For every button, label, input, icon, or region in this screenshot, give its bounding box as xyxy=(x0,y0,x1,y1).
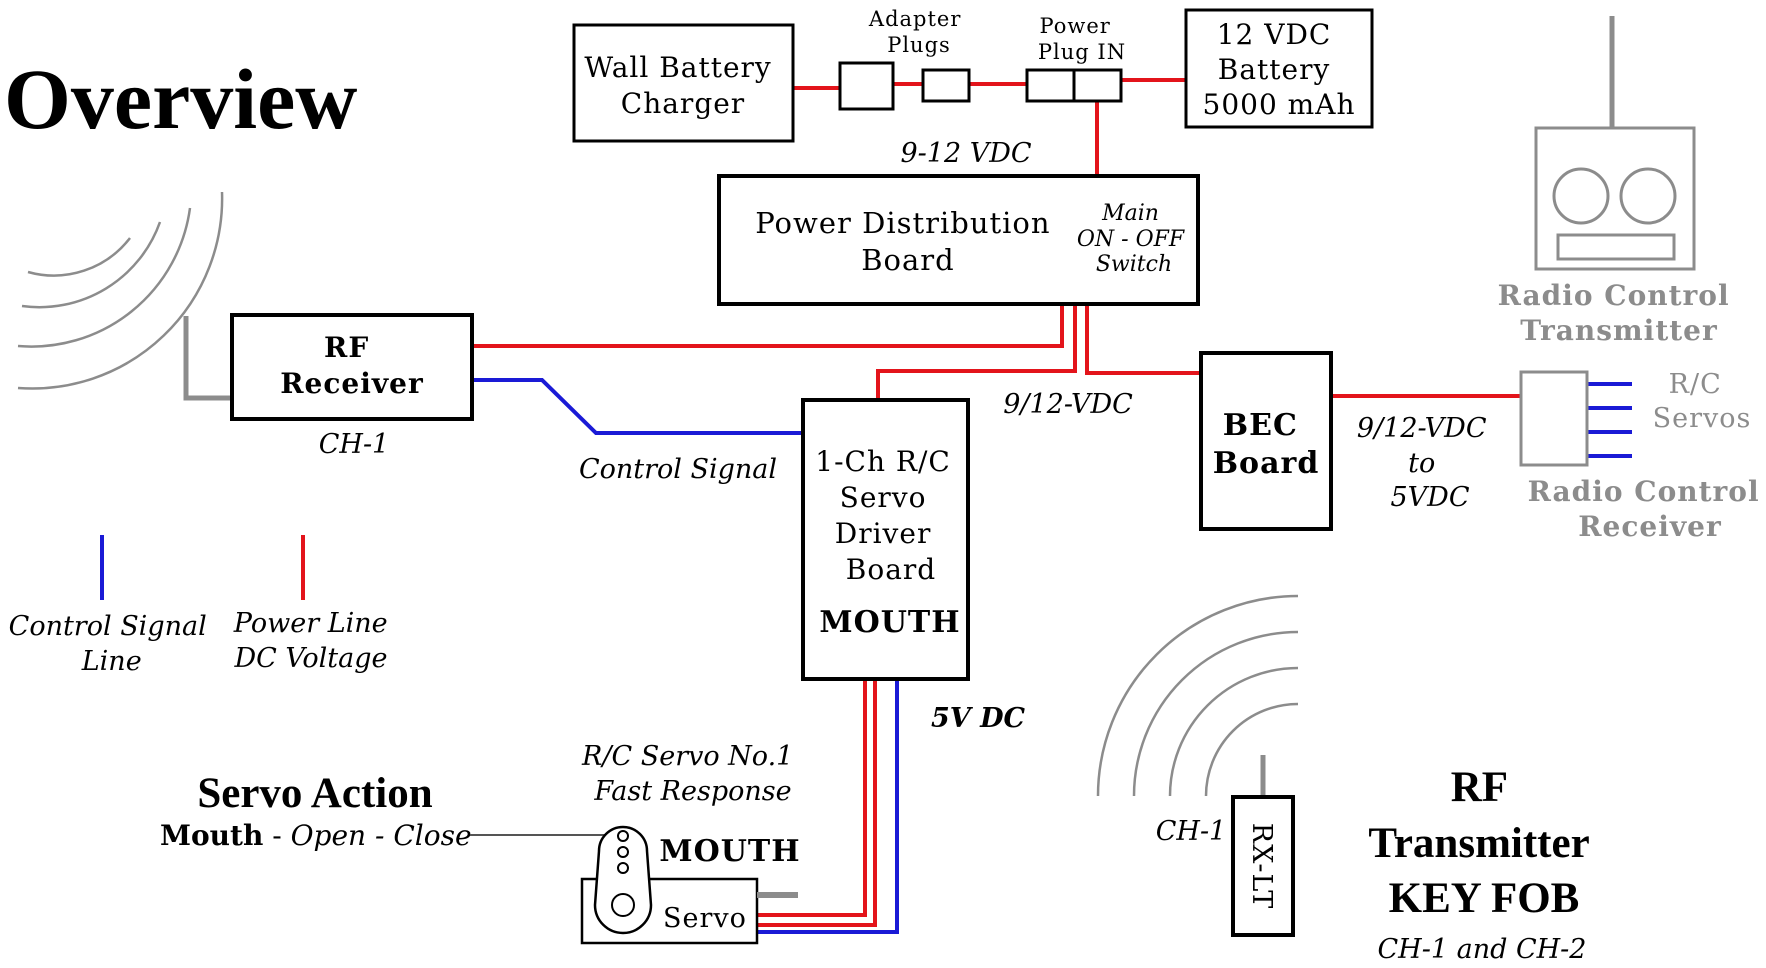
power-plug-right xyxy=(1072,68,1123,103)
bec-conversion-label-1: 9/12-VDC xyxy=(1357,413,1487,444)
servo-driver-tag: MOUTH xyxy=(819,605,960,640)
page-title: Overview xyxy=(4,51,357,147)
rc-receiver-box xyxy=(1519,370,1589,467)
svg-text:Main ON - OFF Switch: Main ON - OFF Switch xyxy=(1077,201,1191,277)
svg-text:Radio Control Transmitter: Radio Control Transmitter xyxy=(1498,279,1741,347)
key-fob-channel: CH-1 xyxy=(1156,816,1227,847)
bec-label-1: BEC xyxy=(1223,408,1298,443)
rf-receiver-channel: CH-1 xyxy=(319,429,390,460)
svg-text:Wall Battery Charger: Wall Battery Charger xyxy=(584,51,781,120)
charger-voltage-label: 9-12 VDC xyxy=(900,138,1031,169)
battery-label-3: 5000 mAh xyxy=(1203,88,1356,121)
power-distribution-board xyxy=(717,174,1200,306)
rc-transmitter-icon xyxy=(1534,16,1696,271)
svg-text:Adapter Plugs: Adapter Plugs xyxy=(868,7,969,57)
wall-charger-box xyxy=(572,23,795,143)
key-fob-title-2: Transmitter xyxy=(1368,820,1589,867)
servo-tag: MOUTH xyxy=(659,834,800,869)
servo-horn xyxy=(593,825,653,935)
servo-action-part: Mouth xyxy=(160,819,263,852)
key-fob-radio-waves xyxy=(1096,594,1299,797)
main-switch-label-3: Switch xyxy=(1096,252,1172,277)
servo-horn-holes xyxy=(611,830,635,917)
servo-driver-label-4: Board xyxy=(846,553,936,586)
key-fob-module-label: RX-LT xyxy=(1246,823,1277,909)
bec-conversion-label-3: 5VDC xyxy=(1391,482,1470,513)
svg-text:Power Plug IN: Power Plug IN xyxy=(1038,14,1126,64)
servo-driver-board xyxy=(801,398,970,681)
power-plug-left xyxy=(1025,68,1076,103)
svg-text:Radio Control Receiver: Radio Control Receiver xyxy=(1528,475,1766,543)
bec-conversion-label-2: to xyxy=(1408,448,1435,479)
power-lines xyxy=(472,78,1521,927)
svg-text:1-Ch R/C Servo Driver: 1-Ch R/C Servo Driver Board xyxy=(815,445,960,586)
wall-charger-label-2: Charger xyxy=(621,87,745,120)
key-fob-title-3: KEY FOB xyxy=(1389,875,1580,922)
battery-label-2: Battery xyxy=(1218,53,1331,86)
svg-text:9/12-VDC to 5VDC: 9/12-VDC to 5VDC xyxy=(1357,413,1495,513)
legend-signal-label-1: Control Signal xyxy=(9,611,207,642)
svg-text:12 VDC Battery 5000 mA: 12 VDC Battery 5000 mAh xyxy=(1203,18,1356,121)
rc-servos-label-1: R/C xyxy=(1669,369,1722,400)
key-fob-channels: CH-1 and CH-2 xyxy=(1378,934,1587,965)
signal-lines xyxy=(472,378,1632,934)
battery-box xyxy=(1184,8,1374,129)
servo-driver-label-3: Driver xyxy=(835,517,932,550)
servo-action-separator: - xyxy=(263,819,290,852)
adapter-plug-1 xyxy=(838,61,895,111)
rc-receiver-label-2: Receiver xyxy=(1578,510,1722,543)
svg-text:RF Receiver: RF Receiver xyxy=(280,331,424,400)
bec-label-2: Board xyxy=(1213,446,1320,481)
pdb-label-1: Power Distribution xyxy=(755,206,1050,240)
servo-supply-label: 5V DC xyxy=(931,703,1026,734)
rc-transmitter-label-2: Transmitter xyxy=(1520,314,1718,347)
servo-driver-label-2: Servo xyxy=(840,481,927,514)
servo-label: Servo xyxy=(663,903,747,934)
legend-power-label-1: Power Line xyxy=(233,608,388,639)
rf-receiver-radio-waves xyxy=(17,191,224,390)
servo-action-motion: Open - Close xyxy=(291,819,472,852)
legend-signal-label-2: Line xyxy=(81,646,142,677)
svg-text:R/C Servo No.1 Fast Respon: R/C Servo No.1 Fast Response xyxy=(581,741,802,807)
wall-charger-label-1: Wall Battery xyxy=(584,51,771,84)
svg-text:Power Distribution Board: Power Distribution Board xyxy=(755,206,1061,277)
bec-board xyxy=(1199,351,1333,531)
svg-text:Control Signal Line Po: Control Signal Line Power Line DC Voltag… xyxy=(9,608,397,677)
rf-receiver-antenna xyxy=(183,316,232,401)
servo-caption-2: Fast Response xyxy=(593,776,791,807)
power-plug-label-1: Power xyxy=(1039,14,1110,38)
rf-receiver-box xyxy=(230,313,474,421)
svg-text:BEC Board: BEC Board xyxy=(1213,408,1320,481)
legend-power-label-2: DC Voltage xyxy=(233,643,387,674)
power-plug-label-2: Plug IN xyxy=(1038,40,1126,64)
svg-text:RF Transmitter KEY FOB: RF Transmitter KEY FOB xyxy=(1368,764,1599,922)
rc-receiver-label-1: Radio Control xyxy=(1528,475,1760,508)
servo-action-title: Servo Action xyxy=(197,770,432,817)
rf-receiver-label-1: RF xyxy=(324,331,369,364)
main-switch-label-2: ON - OFF xyxy=(1077,227,1185,252)
adapter-plugs-label-1: Adapter xyxy=(868,7,961,31)
key-fob-module xyxy=(1231,795,1295,937)
battery-label-1: 12 VDC xyxy=(1217,18,1332,51)
servo-driver-label-1: 1-Ch R/C xyxy=(815,445,951,478)
adapter-plugs-label-2: Plugs xyxy=(887,33,951,57)
pdb-label-2: Board xyxy=(861,243,955,277)
control-signal-label: Control Signal xyxy=(579,454,777,485)
driver-supply-label: 9/12-VDC xyxy=(1003,389,1133,420)
rc-servos-label-2: Servos xyxy=(1653,403,1752,434)
main-switch-label-1: Main xyxy=(1101,201,1159,226)
svg-text:Mouth - Open - Close: Mouth - Open - Close xyxy=(160,819,472,852)
key-fob-title-1: RF xyxy=(1451,764,1507,811)
adapter-plug-2 xyxy=(921,68,971,103)
svg-text:R/C Servos: R/C Servos xyxy=(1653,369,1752,434)
rf-receiver-label-2: Receiver xyxy=(280,367,424,400)
rc-transmitter-label-1: Radio Control xyxy=(1498,279,1730,312)
servo-caption-1: R/C Servo No.1 xyxy=(581,741,793,772)
